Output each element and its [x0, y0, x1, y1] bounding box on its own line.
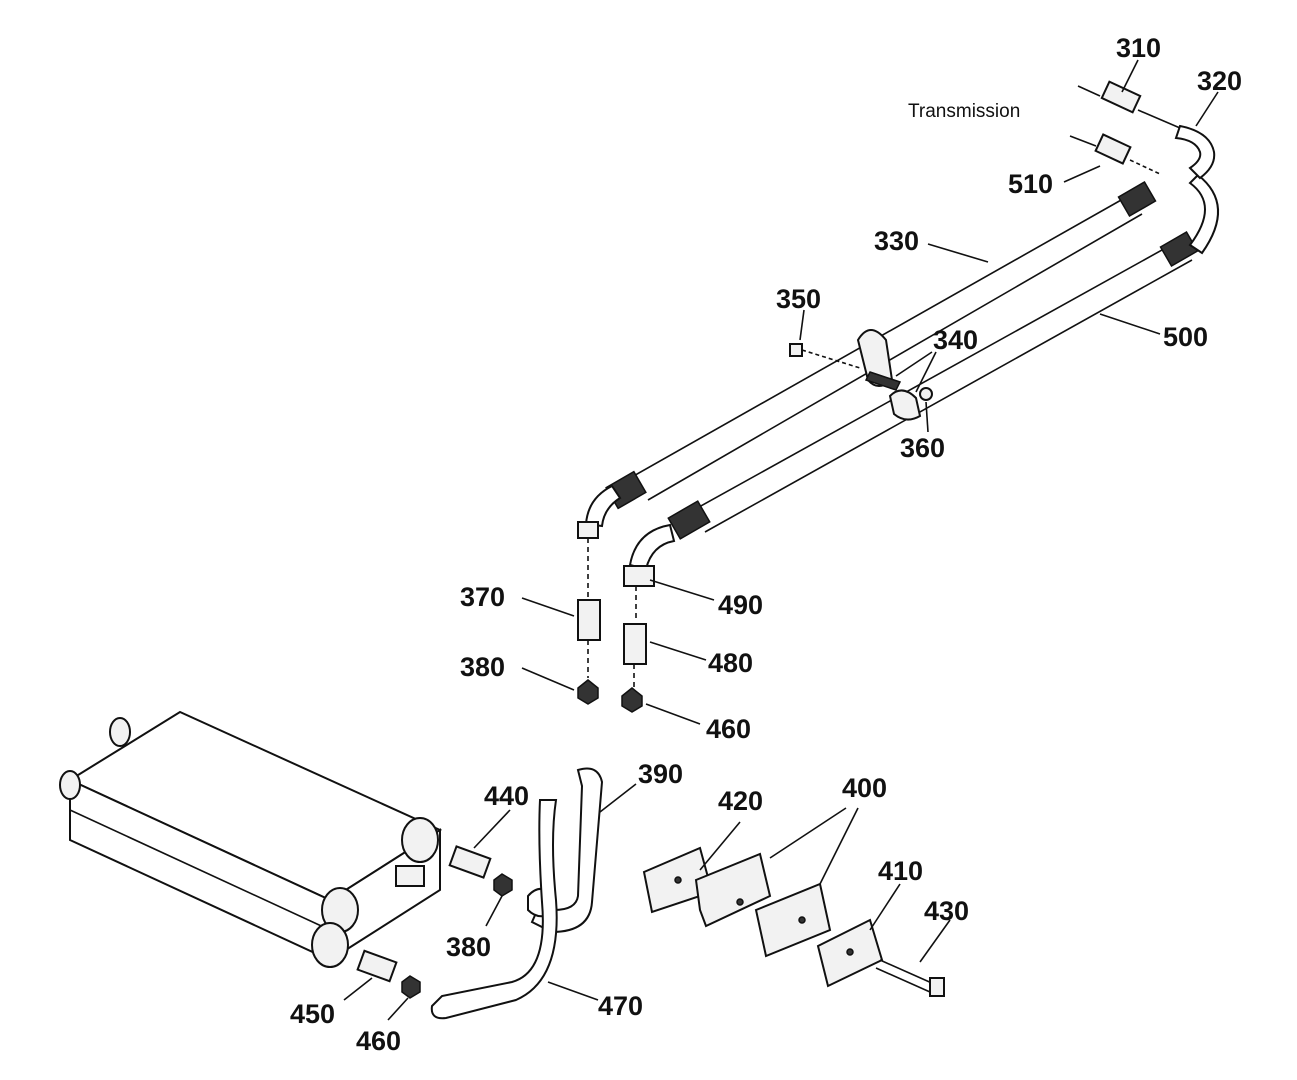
leader-lines [343, 59, 1219, 1021]
hose-470 [430, 799, 558, 1020]
connector-480 [623, 623, 647, 688]
label-500: 500 [1163, 322, 1208, 352]
label-340: 340 [933, 325, 978, 355]
hose-500 [623, 173, 1219, 622]
nut-460-lower [401, 975, 421, 999]
label-420: 420 [718, 786, 763, 816]
screw-350 [789, 343, 861, 369]
clamp-block-400 [694, 852, 832, 958]
label-400: 400 [842, 773, 887, 803]
fitting-510 [1069, 133, 1161, 175]
label-510: 510 [1008, 169, 1053, 199]
fitting-440 [448, 845, 492, 879]
label-460-upper: 460 [706, 714, 751, 744]
transmission-note: Transmission [908, 101, 1020, 122]
nut-360 [919, 387, 933, 401]
label-460-lower: 460 [356, 1026, 401, 1056]
clamp-340 [856, 329, 922, 421]
label-360: 360 [900, 433, 945, 463]
bolt-430 [875, 959, 945, 997]
oil-cooler [59, 710, 443, 968]
label-480: 480 [708, 648, 753, 678]
plate-410 [816, 918, 884, 988]
label-430: 430 [924, 896, 969, 926]
label-380-lower: 380 [446, 932, 491, 962]
label-330: 330 [874, 226, 919, 256]
nut-460-upper [621, 687, 643, 713]
label-470: 470 [598, 991, 643, 1021]
fitting-310 [1077, 80, 1181, 129]
label-410: 410 [878, 856, 923, 886]
label-380-upper: 380 [460, 652, 505, 682]
nut-380-upper [577, 679, 599, 705]
elbow-320 [1174, 124, 1216, 180]
label-310: 310 [1116, 33, 1161, 63]
fitting-450 [356, 949, 398, 983]
label-490: 490 [718, 590, 763, 620]
label-390: 390 [638, 759, 683, 789]
label-320: 320 [1197, 66, 1242, 96]
label-450: 450 [290, 999, 335, 1029]
label-370: 370 [460, 582, 505, 612]
label-440: 440 [484, 781, 529, 811]
connector-370 [577, 599, 601, 678]
nut-380-lower [493, 873, 513, 897]
label-350: 350 [776, 284, 821, 314]
